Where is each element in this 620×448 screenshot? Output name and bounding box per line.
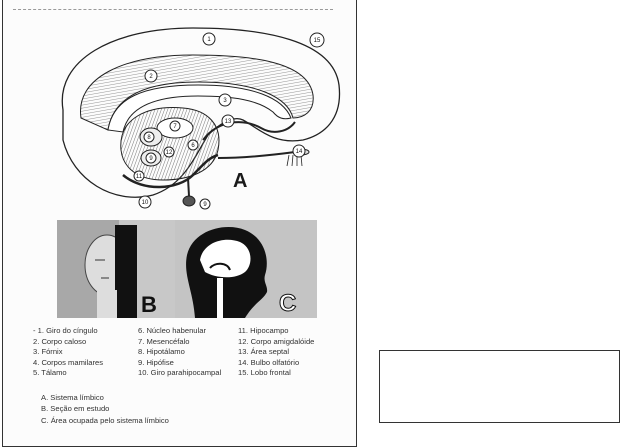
scanned-figure-sheet: 1 2 3 8 7 9 6 12 11 13 14 15 10 9 A bbox=[2, 0, 357, 447]
legend-item-6: 6. Núcleo habenular bbox=[138, 326, 221, 337]
panel-b-face-photo bbox=[57, 220, 175, 318]
legend-column-3: 11. Hipocampo 12. Corpo amigdalóide 13. … bbox=[238, 326, 314, 379]
legend-item-4: 4. Corpos mamilares bbox=[33, 358, 103, 369]
legend-column-2: 6. Núcleo habenular 7. Mesencéfalo 8. Hi… bbox=[138, 326, 221, 379]
legend-item-12: 12. Corpo amigdalóide bbox=[238, 337, 314, 348]
olfactory-tract bbox=[218, 152, 295, 158]
legend-item-10: 10. Giro parahipocampal bbox=[138, 368, 221, 379]
limbic-system-diagram: 1 2 3 8 7 9 6 12 11 13 14 15 10 9 bbox=[3, 0, 356, 222]
panel-key-b: B. Seção em estudo bbox=[41, 403, 169, 414]
legend-item-15: 15. Lobo frontal bbox=[238, 368, 314, 379]
legend-item-13: 13. Área septal bbox=[238, 347, 314, 358]
face-illustration bbox=[57, 220, 175, 318]
panel-letter-b: B bbox=[141, 292, 157, 318]
panel-letter-a: A bbox=[233, 170, 247, 193]
legend-item-2: 2. Corpo caloso bbox=[33, 337, 103, 348]
callout-11: 11 bbox=[136, 174, 143, 180]
legend-item-8: 8. Hipotálamo bbox=[138, 347, 221, 358]
legend-item-1: - 1. Giro do cíngulo bbox=[33, 326, 103, 337]
legend-item-11: 11. Hipocampo bbox=[238, 326, 314, 337]
panel-key-a: A. Sistema límbico bbox=[41, 392, 169, 403]
callout-12: 12 bbox=[166, 150, 173, 156]
panel-letter-c: C bbox=[279, 290, 296, 318]
legend-item-14: 14. Bulbo olfatório bbox=[238, 358, 314, 369]
panel-key-c: C. Área ocupada pelo sistema límbico bbox=[41, 415, 169, 426]
panel-key: A. Sistema límbico B. Seção em estudo C.… bbox=[41, 392, 169, 426]
legend-item-5: 5. Tálamo bbox=[33, 368, 103, 379]
empty-answer-box bbox=[379, 350, 620, 423]
legend-item-9: 9. Hipófise bbox=[138, 358, 221, 369]
legend-item-7: 7. Mesencéfalo bbox=[138, 337, 221, 348]
callout-10: 10 bbox=[142, 200, 149, 206]
pituitary-gland bbox=[183, 196, 195, 206]
legend-column-1: - 1. Giro do cíngulo 2. Corpo caloso 3. … bbox=[33, 326, 103, 379]
pituitary-stalk bbox=[188, 178, 189, 196]
callout-15: 15 bbox=[314, 38, 321, 44]
callout-13: 13 bbox=[225, 119, 232, 125]
legend-item-3: 3. Fórnix bbox=[33, 347, 103, 358]
callout-14: 14 bbox=[296, 149, 303, 155]
